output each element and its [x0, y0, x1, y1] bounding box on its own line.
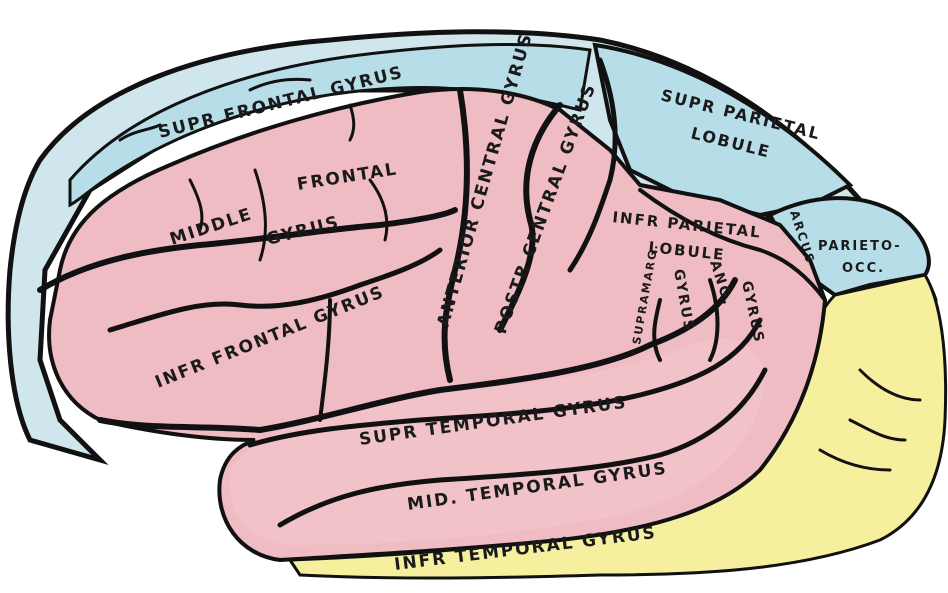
sulci-lines [37, 57, 922, 528]
label-parieto: PARIETO- [818, 239, 902, 254]
label-occ: OCC. [842, 261, 885, 276]
